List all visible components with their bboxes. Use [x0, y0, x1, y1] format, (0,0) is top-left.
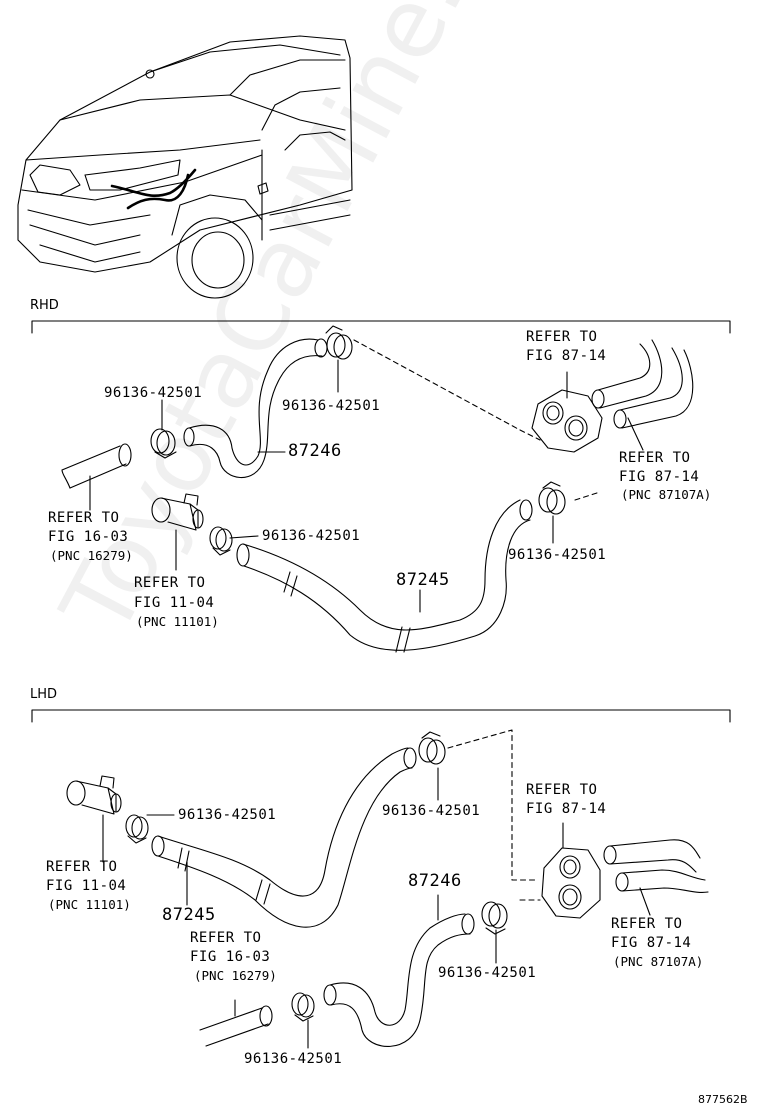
lhd-clamp-left: [125, 814, 149, 844]
rhd-refer-87-14-a-line2: FIG 87-14: [526, 348, 607, 364]
rhd-hose-87246-partno: 87246: [288, 441, 342, 461]
rhd-refer-11-04-line1: REFER TO: [134, 575, 206, 591]
lhd-clamp-right: [481, 901, 508, 935]
lhd-refer-16-03-line1: REFER TO: [190, 930, 262, 946]
rhd-leaders: [89, 359, 644, 613]
lhd-refer-11-04-line2: FIG 11-04: [46, 878, 127, 894]
rhd-frame: [31, 320, 731, 334]
rhd-hose-87246: [183, 338, 328, 479]
lhd-frame: [31, 709, 731, 723]
lhd-clip-left-partno: 96136-42501: [178, 807, 277, 823]
lhd-clip-bottom-partno: 96136-42501: [244, 1051, 343, 1067]
lhd-refer-87-14-b-line1: REFER TO: [611, 916, 683, 932]
lhd-section-label: LHD: [30, 687, 58, 702]
diagram-code: 877562B: [698, 1093, 748, 1106]
rhd-refer-87-14-b-line2: FIG 87-14: [619, 469, 700, 485]
lhd-refer-16-03-pnc: (PNC 16279): [194, 968, 277, 983]
rhd-refer-16-03-pnc: (PNC 16279): [50, 548, 133, 563]
lhd-heater-pipes: [603, 839, 709, 893]
rhd-refer-16-03-line1: REFER TO: [48, 510, 120, 526]
rhd-clamp-top: [325, 325, 353, 360]
rhd-hose-87245-partno: 87245: [396, 570, 450, 590]
rhd-section-label: RHD: [30, 298, 59, 313]
lhd-grommet: [541, 847, 601, 919]
rhd-clip-top-partno: 96136-42501: [282, 398, 381, 414]
lhd-clip-top-partno: 96136-42501: [382, 803, 481, 819]
car-illustration: [17, 35, 353, 299]
rhd-clip-mid-partno: 96136-42501: [262, 528, 361, 544]
lhd-refer-87-14-b-pnc: (PNC 87107A): [613, 954, 704, 969]
rhd-clamp-left: [150, 428, 177, 459]
rhd-refer-87-14-b-pnc: (PNC 87107A): [621, 487, 712, 502]
rhd-clamp-right: [538, 481, 566, 515]
rhd-refer-11-04-pnc: (PNC 11101): [136, 614, 219, 629]
lhd-clip-right-partno: 96136-42501: [438, 965, 537, 981]
lhd-engine-pipe: [199, 1005, 273, 1047]
rhd-clamp-mid: [209, 526, 233, 556]
rhd-engine-pipe: [61, 443, 132, 489]
lhd-refer-87-14-b-line2: FIG 87-14: [611, 935, 692, 951]
lhd-refer-11-04-pnc: (PNC 11101): [48, 897, 131, 912]
lhd-water-outlet: [66, 775, 122, 815]
rhd-water-outlet: [151, 493, 204, 531]
lhd-clamp-top: [418, 731, 446, 765]
lhd-hose-87246-partno: 87246: [408, 871, 462, 891]
rhd-refer-11-04-line2: FIG 11-04: [134, 595, 215, 611]
rhd-refer-87-14-a-line1: REFER TO: [526, 329, 598, 345]
lhd-refer-87-14-a-line2: FIG 87-14: [526, 801, 607, 817]
lhd-refer-16-03-line2: FIG 16-03: [190, 949, 271, 965]
rhd-grommet: [531, 389, 603, 453]
rhd-refer-16-03-line2: FIG 16-03: [48, 529, 129, 545]
rhd-heater-pipes: [591, 339, 694, 429]
lhd-hose-87245-partno: 87245: [162, 905, 216, 925]
lhd-hose-87245: [151, 747, 417, 928]
rhd-hose-87245: [236, 499, 533, 653]
lhd-refer-87-14-a-line1: REFER TO: [526, 782, 598, 798]
rhd-clip-left-partno: 96136-42501: [104, 385, 203, 401]
lhd-leaders: [102, 767, 651, 1049]
rhd-refer-87-14-b-line1: REFER TO: [619, 450, 691, 466]
lhd-clamp-bottom: [291, 992, 315, 1022]
rhd-clip-right-partno: 96136-42501: [508, 547, 607, 563]
lhd-hose-87246: [323, 913, 475, 1047]
lhd-refer-11-04-line1: REFER TO: [46, 859, 118, 875]
